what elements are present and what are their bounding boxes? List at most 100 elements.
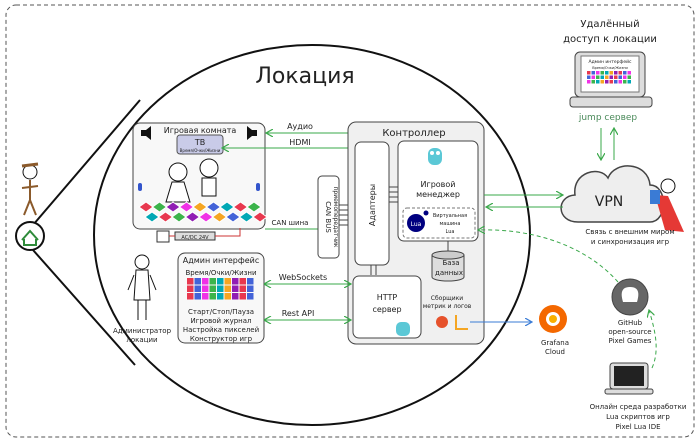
admin-person-icon <box>127 254 157 320</box>
pixel <box>627 80 631 84</box>
svg-text:приемопередатчик: приемопередатчик <box>332 186 339 247</box>
svg-text:Время/Очки/Жизни: Время/Очки/Жизни <box>185 269 256 277</box>
pixel <box>605 75 609 79</box>
pixel <box>596 71 600 75</box>
svg-text:Админ интерфейс: Админ интерфейс <box>183 256 259 265</box>
svg-text:WebSockets: WebSockets <box>279 273 327 282</box>
admin-person-label: Администратор <box>113 327 172 335</box>
svg-text:Сборщики: Сборщики <box>431 295 464 302</box>
pixel <box>600 71 604 75</box>
svg-text:Время/Очки/Жизни: Время/Очки/Жизни <box>180 148 221 153</box>
link-ide-github <box>649 310 657 369</box>
pixel <box>232 278 239 285</box>
pixel <box>194 278 201 285</box>
grafana-label: Grafana <box>541 339 569 347</box>
pixel <box>224 285 231 292</box>
svg-text:Игровой: Игровой <box>421 180 456 189</box>
svg-text:CAN шина: CAN шина <box>272 219 309 227</box>
pixel <box>217 285 224 292</box>
pixel <box>224 293 231 300</box>
socket-icon <box>156 230 170 243</box>
pixel <box>614 75 618 79</box>
pixel <box>224 278 231 285</box>
gopher-icon <box>428 148 442 165</box>
svg-text:Аудио: Аудио <box>287 122 313 131</box>
pixel <box>591 80 595 84</box>
github-label: GitHub <box>618 319 643 327</box>
loki-icon <box>455 315 468 330</box>
pixel <box>232 285 239 292</box>
pixel <box>623 71 627 75</box>
pixel <box>618 71 622 75</box>
pixel <box>209 278 216 285</box>
svg-text:и синхронизация игр: и синхронизация игр <box>591 238 670 246</box>
pixel <box>627 75 631 79</box>
pixel <box>591 75 595 79</box>
floor-pixel <box>252 211 268 223</box>
pixel <box>194 285 201 292</box>
svg-text:данных: данных <box>435 269 463 277</box>
svg-text:HDMI: HDMI <box>289 138 310 147</box>
home-icon <box>21 229 39 246</box>
pixel <box>623 80 627 84</box>
svg-text:Конструктор игр: Конструктор игр <box>190 335 253 343</box>
prometheus-icon <box>436 316 448 328</box>
svg-text:менеджер: менеджер <box>416 190 460 199</box>
link-audio: Аудио <box>266 122 348 133</box>
pixel <box>627 71 631 75</box>
pixel <box>587 75 591 79</box>
pixel <box>596 80 600 84</box>
pixel-floor <box>138 201 268 223</box>
pixel <box>247 285 254 292</box>
pixel <box>618 80 622 84</box>
pixel <box>217 293 224 300</box>
pixel <box>217 278 224 285</box>
svg-text:Lua: Lua <box>446 229 455 235</box>
svg-text:Виртуальная: Виртуальная <box>433 213 467 219</box>
pixel <box>187 278 194 285</box>
pixel <box>239 278 246 285</box>
pixel <box>239 285 246 292</box>
pixel <box>209 293 216 300</box>
svg-text:open-source: open-source <box>608 328 651 336</box>
vpn-caption: Связь с внешним миром <box>585 228 674 236</box>
pixel <box>614 71 618 75</box>
pixel-grid <box>187 278 254 300</box>
game-room: Игровая комната ТВ Время/Очки/Жизни <box>132 122 268 230</box>
lua-vm <box>402 207 476 239</box>
pixel <box>239 293 246 300</box>
pixel <box>600 75 604 79</box>
pixel <box>232 293 239 300</box>
location-title: Локация <box>255 64 354 89</box>
kids-icon <box>165 158 219 203</box>
svg-text:локации: локации <box>126 336 157 344</box>
controller: Контроллер Адаптеры Игровой менеджер Lua… <box>347 121 485 345</box>
pixel <box>247 293 254 300</box>
link-hdmi: HDMI <box>222 138 348 148</box>
pixel <box>596 75 600 79</box>
pixel <box>609 71 613 75</box>
admin-interface: Админ интерфейс Время/Очки/Жизни Старт/С… <box>177 252 265 344</box>
database-icon <box>431 250 465 282</box>
svg-text:Pixel Lua IDE: Pixel Lua IDE <box>615 423 660 431</box>
jump-server-label: jump сервер <box>578 113 638 123</box>
pixel <box>623 75 627 79</box>
ide-label: Онлайн среда разработки <box>590 403 687 411</box>
floor-pixel <box>246 201 262 213</box>
location-circle <box>93 44 531 426</box>
svg-text:Адаптеры: Адаптеры <box>368 184 377 226</box>
outer-border <box>5 4 695 438</box>
svg-text:CAN BUS: CAN BUS <box>324 201 332 233</box>
power-label: AC/DC 24V <box>181 235 209 241</box>
pixel <box>609 80 613 84</box>
link-can: CAN шина <box>265 219 318 230</box>
pixel <box>618 75 622 79</box>
pixel <box>187 285 194 292</box>
pixel <box>600 80 604 84</box>
pixel <box>209 285 216 292</box>
game-room-title: Игровая комната <box>164 126 237 135</box>
remote-title: Удалённый <box>580 19 639 30</box>
gopher-icon <box>396 322 410 336</box>
lua-logo-icon <box>407 214 425 232</box>
